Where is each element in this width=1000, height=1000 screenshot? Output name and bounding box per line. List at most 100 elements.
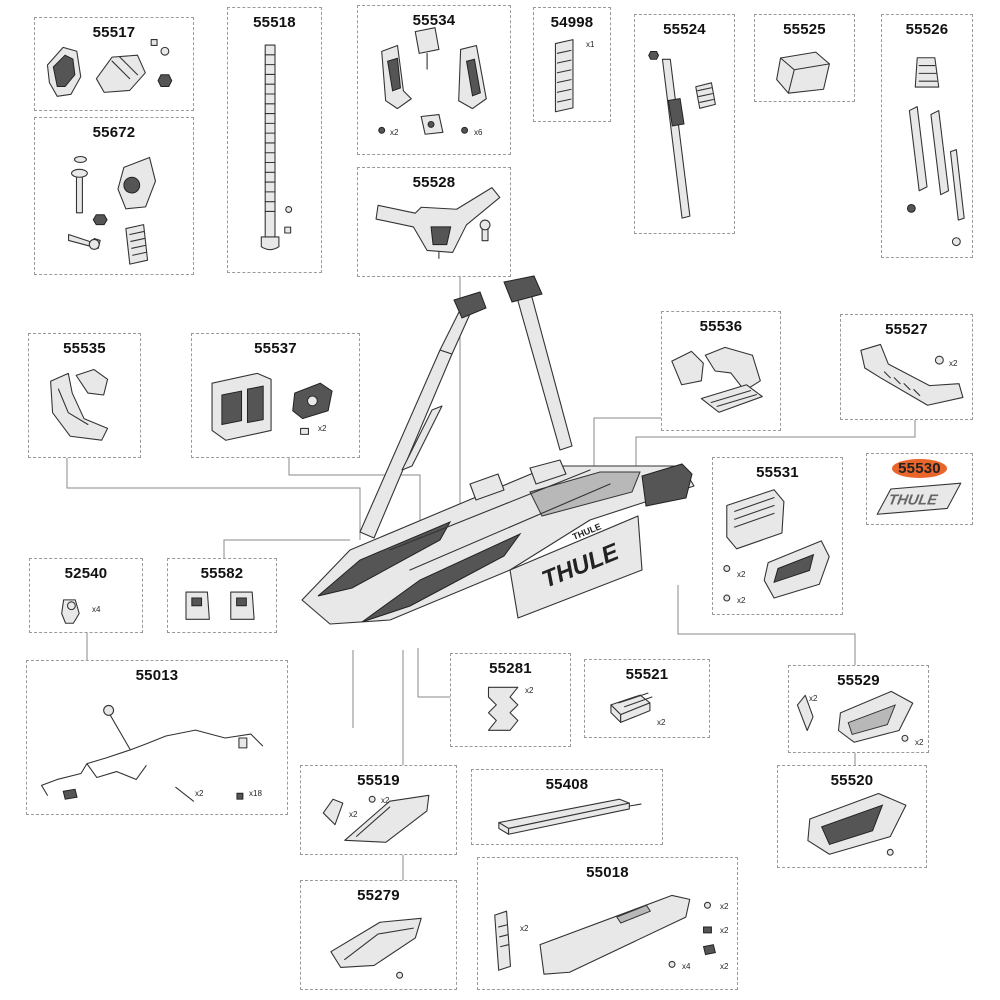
- part-number: 55582: [200, 565, 244, 582]
- ratchet-strap-icon: [554, 39, 574, 113]
- part-number: 55518: [253, 14, 296, 31]
- part-box-55582[interactable]: 55582: [167, 558, 277, 633]
- plug-caps-icon: [185, 591, 255, 620]
- part-box-55018[interactable]: 55018 x2 x2 x2 x4 x2: [477, 857, 738, 990]
- part-number: 55530: [867, 459, 972, 478]
- quantity-label: x2: [720, 926, 729, 935]
- part-number: 55525: [783, 21, 826, 38]
- quantity-label: x2: [915, 738, 924, 747]
- buckle-part-icon: [46, 38, 173, 97]
- part-box-55408[interactable]: 55408: [471, 769, 663, 845]
- cradle-set-icon: [671, 346, 763, 413]
- rail-arm-icon: [860, 343, 964, 406]
- quantity-label: x4: [92, 605, 101, 614]
- part-number: 55013: [135, 667, 179, 684]
- part-number: 52540: [64, 565, 108, 582]
- part-box-55534[interactable]: 55534 x2 x6: [357, 5, 511, 155]
- strap-icon: [260, 44, 293, 251]
- part-number: 55535: [63, 340, 106, 357]
- quantity-label: x1: [586, 40, 595, 49]
- part-number: 55517: [92, 24, 136, 41]
- part-number: 55018: [586, 864, 629, 881]
- part-box-55524[interactable]: 55524: [634, 14, 735, 234]
- part-number: 55527: [885, 321, 928, 338]
- decal-icon: THULE: [876, 482, 962, 515]
- part-box-55281[interactable]: 55281 x2: [450, 653, 571, 747]
- handle-icon: [375, 187, 501, 259]
- wheel-cradle-icon: [50, 368, 109, 441]
- quantity-label: x6: [474, 128, 483, 137]
- wheel-holder-icon: [378, 27, 487, 135]
- decal-text: THULE: [887, 493, 940, 509]
- clip-icon: [61, 599, 80, 624]
- part-box-55529[interactable]: 55529 x2 x2: [788, 665, 929, 753]
- part-box-55528[interactable]: 55528: [357, 167, 511, 277]
- part-box-55518[interactable]: 55518: [227, 7, 322, 273]
- part-box-55527[interactable]: 55527 x2: [840, 314, 973, 420]
- part-box-55279[interactable]: 55279: [300, 880, 457, 990]
- part-number: 55279: [357, 887, 400, 904]
- lock-kit-icon: [68, 155, 157, 265]
- quantity-label: x2: [720, 902, 729, 911]
- highlighted-part-number: 55530: [892, 459, 947, 478]
- bracket-kit-icon: [211, 372, 333, 441]
- knob-and-arm-icon: [906, 57, 965, 247]
- part-box-55672[interactable]: 55672: [34, 117, 194, 275]
- part-box-55519[interactable]: 55519 x2 x2: [300, 765, 457, 855]
- part-number: 55281: [489, 660, 532, 677]
- quantity-label: x2: [318, 424, 327, 433]
- quantity-label: x4: [682, 962, 691, 971]
- wedge-cover-icon: [330, 917, 422, 979]
- part-box-52540[interactable]: 52540 x4: [29, 558, 143, 633]
- part-number: 55408: [545, 776, 589, 793]
- quantity-label: x2: [737, 570, 746, 579]
- part-number: 54998: [550, 14, 594, 31]
- part-box-55526[interactable]: 55526: [881, 14, 973, 258]
- part-box-55536[interactable]: 55536: [661, 311, 781, 431]
- quantity-label: x18: [249, 789, 262, 798]
- quantity-label: x2: [737, 596, 746, 605]
- part-number: 55520: [830, 772, 874, 789]
- quantity-label: x2: [349, 810, 358, 819]
- part-box-55525[interactable]: 55525: [754, 14, 855, 102]
- quantity-label: x2: [809, 694, 818, 703]
- strap-with-buckle-icon: [648, 50, 716, 219]
- quantity-label: x2: [657, 718, 666, 727]
- part-box-55531[interactable]: 55531 x2 x2: [712, 457, 843, 615]
- part-number: 55521: [625, 666, 669, 683]
- taillight-icon: [807, 792, 907, 856]
- part-number: 55536: [699, 318, 743, 335]
- part-box-54998[interactable]: 54998 x1: [533, 7, 611, 122]
- part-number: 55528: [412, 174, 456, 191]
- plate-and-cover-icon: [723, 489, 830, 602]
- part-box-55530[interactable]: 55530 THULE: [866, 453, 973, 525]
- part-number: 55534: [412, 12, 456, 29]
- quantity-label: x2: [525, 686, 534, 695]
- part-number: 55529: [837, 672, 880, 689]
- rubber-block-icon: [610, 692, 653, 723]
- part-number: 55526: [905, 21, 949, 38]
- side-cover-icon: [322, 794, 430, 843]
- quantity-label: x2: [195, 789, 204, 798]
- part-number: 55531: [756, 464, 799, 481]
- part-number: 55537: [254, 340, 297, 357]
- part-number: 55524: [663, 21, 706, 38]
- taillight-cover-icon: [796, 690, 914, 743]
- quantity-label: x2: [390, 128, 399, 137]
- quantity-label: x2: [381, 796, 390, 805]
- part-box-55520[interactable]: 55520: [777, 765, 927, 868]
- part-box-55537[interactable]: 55537 x2: [191, 333, 360, 458]
- part-box-55517[interactable]: 55517: [34, 17, 194, 111]
- quantity-label: x2: [520, 924, 529, 933]
- part-box-55521[interactable]: 55521 x2: [584, 659, 710, 738]
- end-cap-icon: [776, 51, 830, 94]
- bike-rack-illustration: THULE THULE: [301, 275, 695, 625]
- wiring-harness-icon: [40, 704, 264, 802]
- license-plate-holder-icon: [494, 894, 716, 975]
- part-box-55013[interactable]: 55013 x2 x18: [26, 660, 288, 815]
- part-box-55535[interactable]: 55535: [28, 333, 141, 458]
- part-number: 55672: [92, 124, 136, 141]
- bar-profile-icon: [498, 798, 642, 835]
